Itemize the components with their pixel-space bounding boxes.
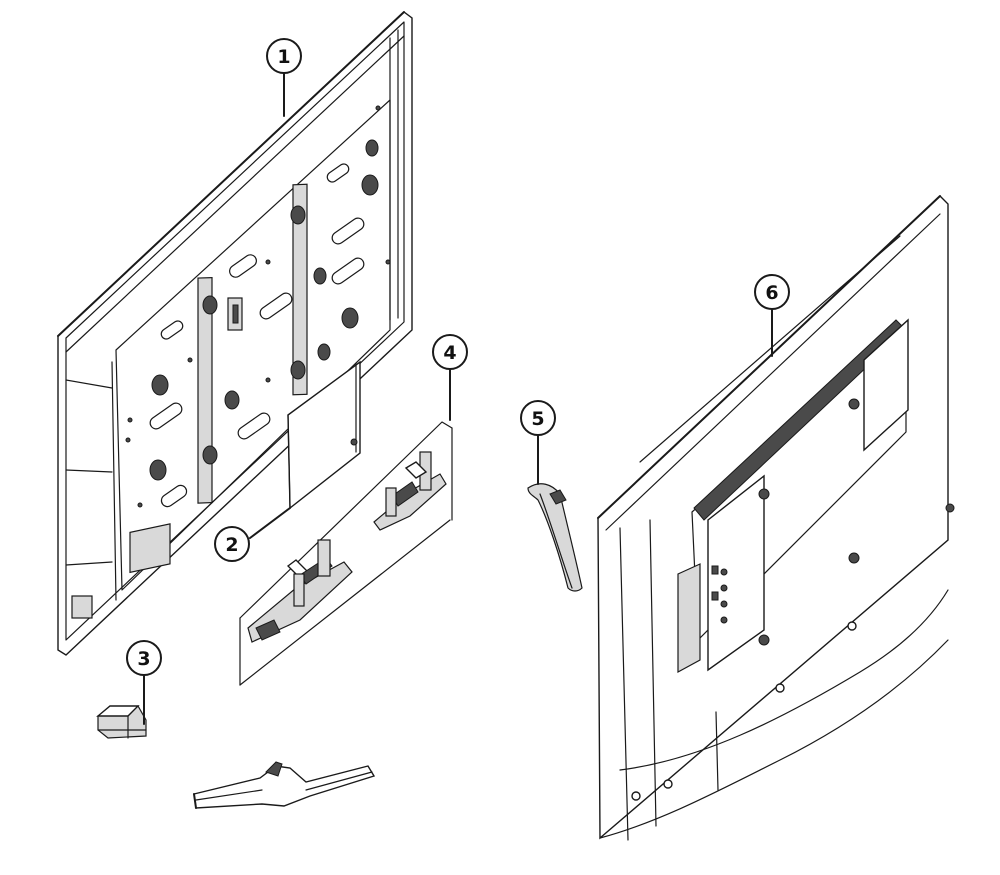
- callout-1-label: 1: [277, 46, 290, 68]
- bracket-right: [373, 451, 447, 531]
- callout-2-label: 2: [225, 534, 238, 556]
- callout-6-label: 6: [765, 282, 778, 304]
- part-stand-neck: [527, 483, 583, 592]
- callout-3-label: 3: [137, 648, 150, 670]
- bracket-left: [247, 539, 353, 643]
- part-rear-chassis: [57, 11, 413, 656]
- callout-5: 5: [520, 400, 556, 436]
- callout-2: 2: [214, 526, 250, 562]
- callout-4: 4: [432, 334, 468, 370]
- callout-1: 1: [266, 38, 302, 74]
- callout-6: 6: [754, 274, 790, 310]
- callout-3: 3: [126, 640, 162, 676]
- callout-5-label: 5: [531, 408, 544, 430]
- part-stand-brackets: [239, 421, 453, 686]
- part-cover-plate: [287, 360, 361, 510]
- part-stand-base: [193, 761, 376, 809]
- part-small-bracket: [96, 705, 147, 739]
- leader-lines: [143, 73, 773, 725]
- part-rear-cover: [597, 195, 955, 841]
- callout-4-label: 4: [443, 342, 456, 364]
